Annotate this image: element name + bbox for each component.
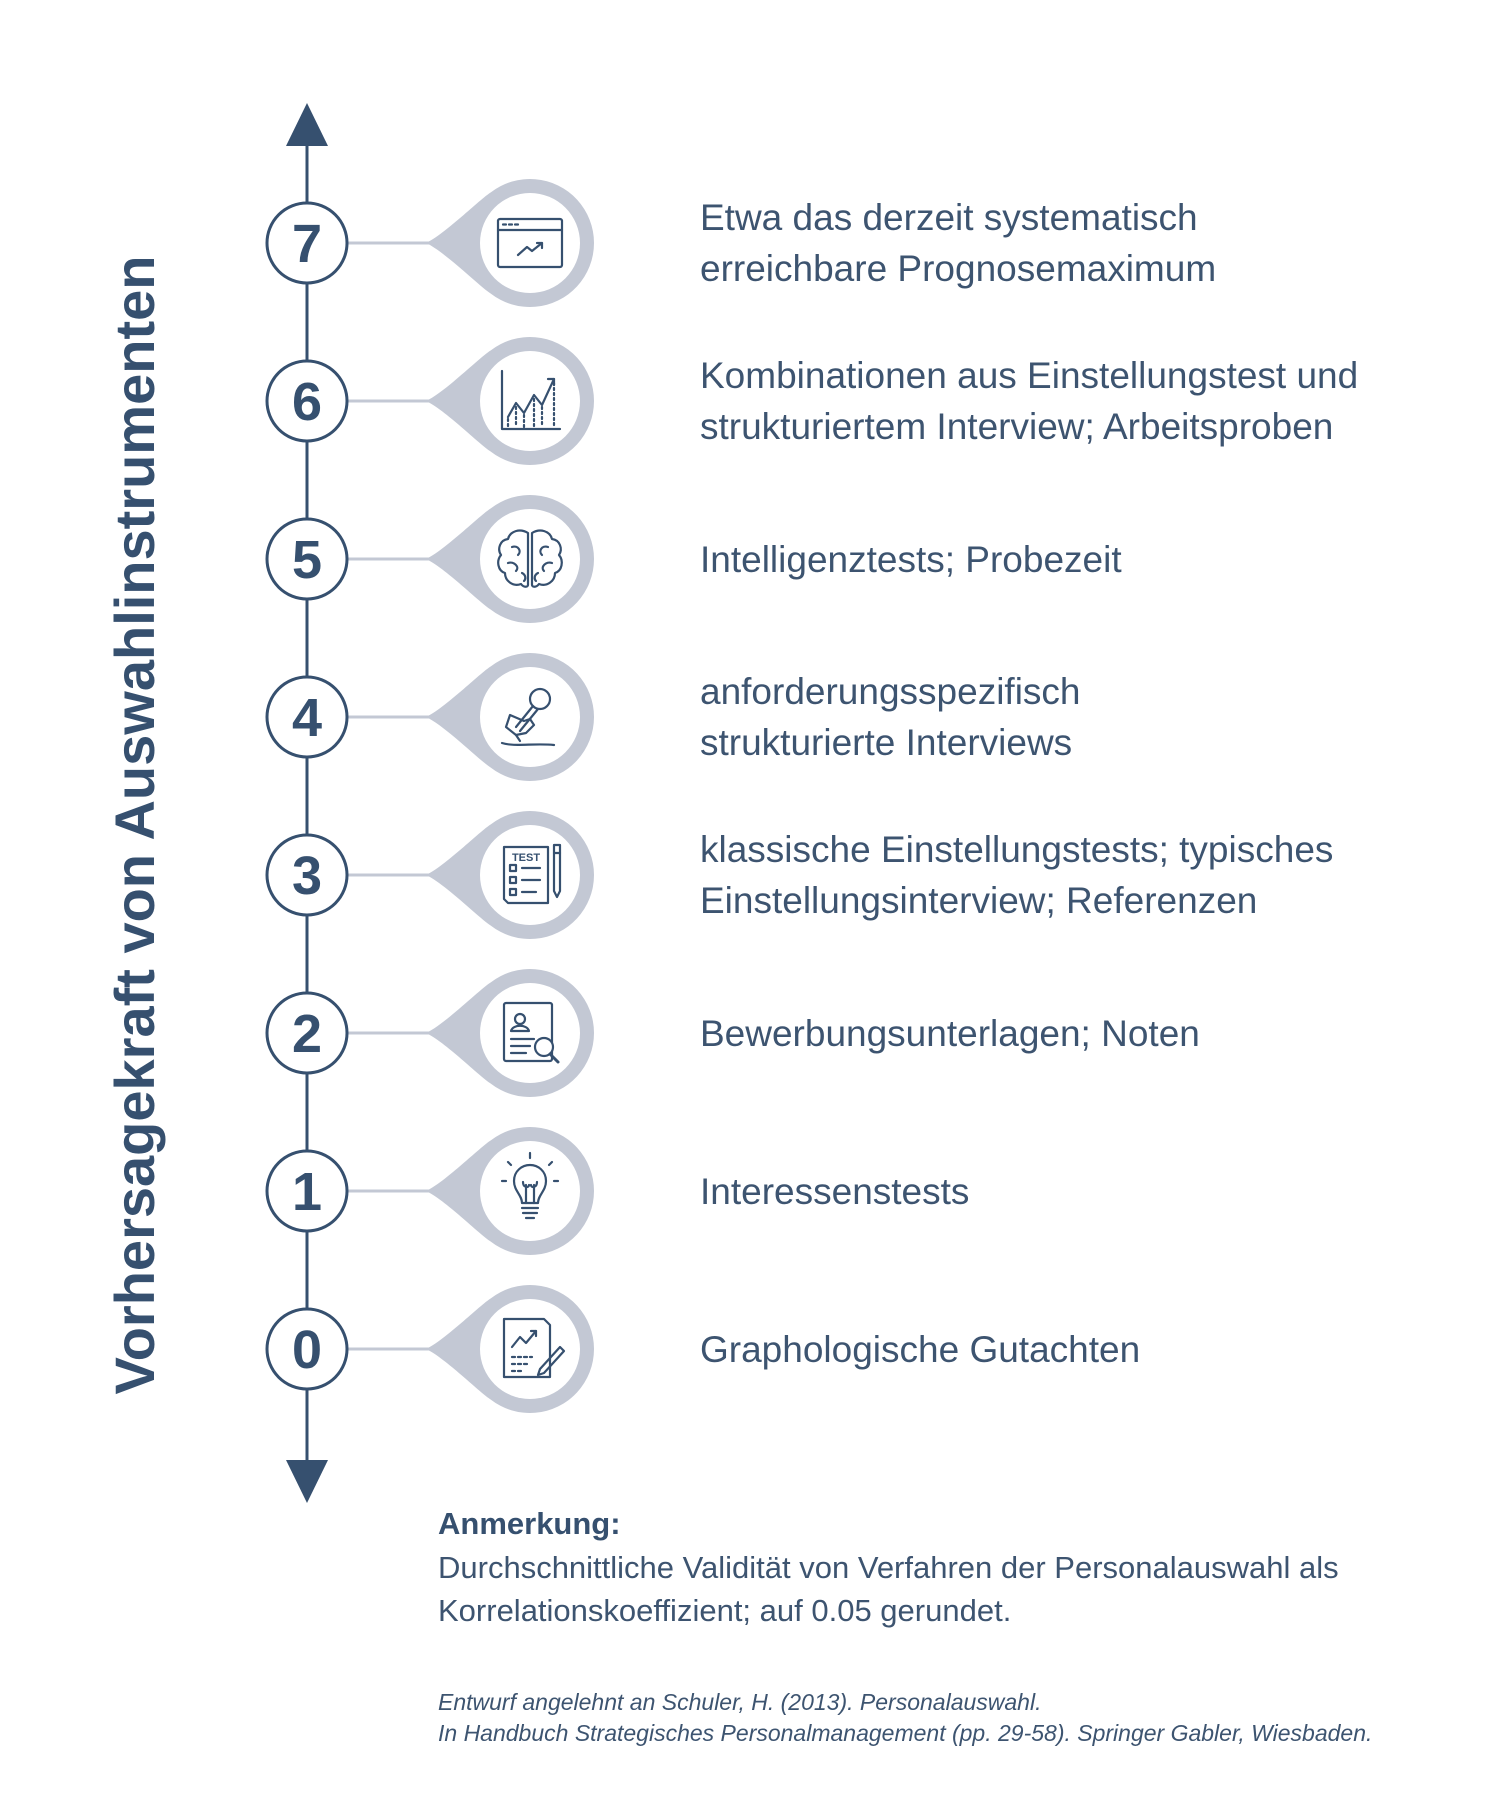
level-description-line: Etwa das derzeit systematisch (700, 197, 1198, 238)
level-description-line: Graphologische Gutachten (700, 1328, 1141, 1370)
level-description-line: Interessenstests (700, 1170, 970, 1212)
level-number: 4 (292, 688, 322, 748)
level-description-line: anforderungsspezifisch (700, 671, 1081, 712)
level-row-1: 1 (265, 1127, 595, 1255)
icon-disc (480, 825, 580, 925)
level-number-circle (265, 359, 349, 443)
note-block: Anmerkung: Durchschnittliche Validität v… (438, 1502, 1468, 1632)
level-description-line: strukturiertem Interview; Arbeitsproben (700, 406, 1334, 447)
level-row-3: TEST 3 (265, 811, 595, 940)
level-description-4: anforderungsspezifisch strukturierte Inte… (700, 666, 1460, 768)
test-label: TEST (512, 852, 540, 864)
note-line: Korrelationskoeffizient; auf 0.05 gerund… (438, 1593, 1012, 1628)
level-row-4: 4 (265, 653, 595, 781)
level-description-6: Kombinationen aus Einstellungstest und st… (700, 350, 1460, 452)
level-row-6: 6 (265, 337, 595, 466)
icon-disc (480, 193, 580, 293)
icon-disc (480, 509, 580, 609)
level-number-circle (265, 517, 349, 601)
level-description-2: Bewerbungsunterlagen; Noten (700, 1008, 1460, 1059)
level-description-7: Etwa das derzeit systematisch erreichbare… (700, 192, 1460, 294)
level-description-line: klassische Einstellungstests; typisches (700, 829, 1334, 870)
icon-disc (480, 667, 580, 767)
source-citation: Entwurf angelehnt an Schuler, H. (2013).… (438, 1687, 1468, 1749)
level-number-circle (265, 991, 349, 1075)
level-number: 0 (292, 1320, 322, 1380)
level-description-line: Kombinationen aus Einstellungstest und (700, 355, 1359, 396)
axis-title: Vorhersagekraft von Auswahlinstrumenten (103, 255, 166, 1395)
level-number: 3 (292, 846, 322, 906)
source-line: In Handbuch Strategisches Personalmanage… (438, 1720, 1373, 1746)
level-number-circle (265, 1149, 349, 1233)
level-description-line: Intelligenztests; Probezeit (700, 538, 1122, 580)
level-description-line: Bewerbungsunterlagen; Noten (700, 1012, 1200, 1054)
level-number: 6 (292, 372, 322, 432)
level-description-1: Interessenstests (700, 1166, 1460, 1217)
level-number-circle (265, 833, 349, 917)
note-title: Anmerkung: (438, 1506, 621, 1541)
level-number-circle (265, 675, 349, 759)
icon-disc (480, 1299, 580, 1399)
level-description-5: Intelligenztests; Probezeit (700, 534, 1460, 585)
note-line: Durchschnittliche Validität von Verfahre… (438, 1550, 1339, 1585)
level-row-7: 7 (265, 179, 595, 307)
axis-arrow-up-icon (286, 103, 328, 146)
level-number-circle (265, 1307, 349, 1391)
level-number: 1 (292, 1162, 322, 1222)
level-description-line: strukturierte Interviews (700, 722, 1073, 763)
source-line: Entwurf angelehnt an Schuler, H. (2013).… (438, 1689, 1042, 1715)
level-description-0: Graphologische Gutachten (700, 1324, 1460, 1375)
level-row-0: 0 (265, 1285, 595, 1413)
level-description-line: erreichbare Prognosemaximum (700, 248, 1217, 289)
icon-disc (480, 1141, 580, 1241)
level-number-circle (265, 201, 349, 285)
level-row-5: 5 (265, 495, 595, 624)
level-row-2: 2 (265, 969, 595, 1097)
axis-arrow-down-icon (286, 1460, 328, 1503)
level-description-line: Einstellungsinterview; Referenzen (700, 880, 1258, 921)
icon-disc (480, 983, 580, 1083)
level-number: 7 (292, 214, 322, 274)
level-number: 2 (292, 1004, 322, 1064)
level-number: 5 (292, 530, 322, 590)
